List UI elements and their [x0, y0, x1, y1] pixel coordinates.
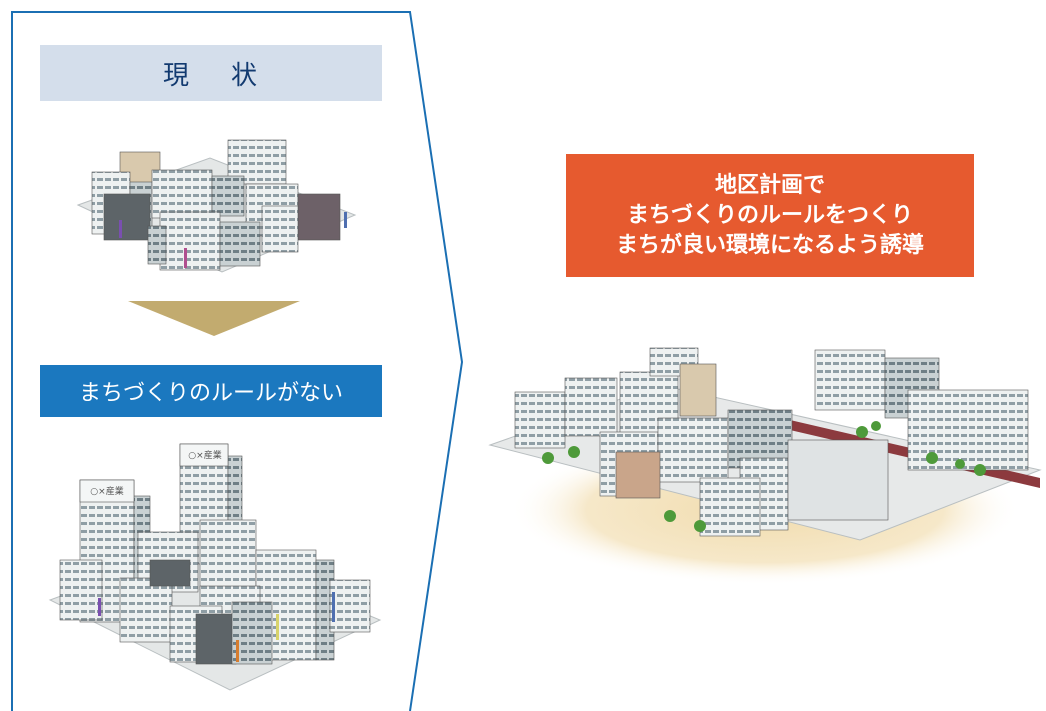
plan-line-1: 地区計画で: [714, 172, 825, 198]
unplanned-city-illustration: [48, 443, 382, 691]
down-arrow: [128, 301, 300, 336]
plan-line-3: まちが良い環境になるよう誘導: [615, 232, 924, 258]
no-rules-label: まちづくりのルールがない: [40, 365, 382, 417]
no-rules-text: まちづくりのルールがない: [78, 381, 343, 406]
plan-line-2: まちづくりのルールをつくり: [626, 202, 913, 228]
planned-city-illustration: [488, 347, 1042, 585]
title-char-1: 現: [162, 60, 191, 91]
title-char-2: 状: [231, 60, 260, 91]
current-state-title: 現 状: [40, 45, 382, 101]
company-sign-1: ○×産業: [90, 487, 124, 497]
current-state-frame: [11, 11, 464, 711]
company-sign-2: ○×産業: [188, 451, 222, 461]
current-city-illustration: [76, 139, 357, 273]
district-plan-callout: 地区計画で まちづくりのルールをつくり まちが良い環境になるよう誘導: [566, 154, 974, 277]
